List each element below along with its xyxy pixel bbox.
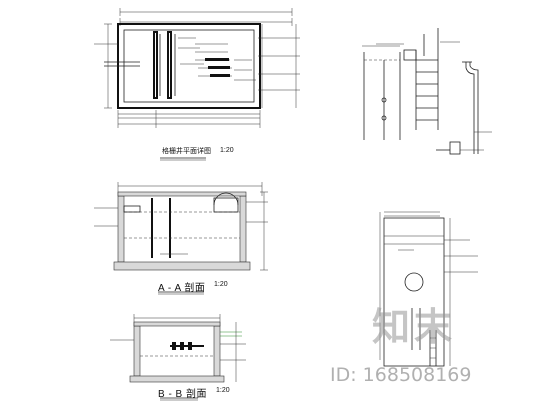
grating-bar-1 [153, 31, 158, 99]
section-aa [94, 182, 268, 295]
grating-bar-2 [167, 31, 172, 99]
manhole-plan [379, 211, 478, 367]
watermark-id: ID: 168508169 [330, 364, 472, 386]
plan-view-title: 格栅井平面详图 [162, 148, 211, 155]
ladder-detail [362, 28, 492, 155]
section-aa-title: A - A 剖面 [158, 283, 206, 294]
plan-view-scale: 1:20 [220, 147, 234, 154]
section-bb-scale: 1:20 [216, 387, 230, 394]
watermark-logo: 知末 [372, 304, 457, 349]
section-aa-scale: 1:20 [214, 281, 228, 288]
section-bb [110, 314, 246, 401]
plan-view [94, 8, 300, 161]
section-bb-title: B - B 剖面 [158, 389, 208, 400]
